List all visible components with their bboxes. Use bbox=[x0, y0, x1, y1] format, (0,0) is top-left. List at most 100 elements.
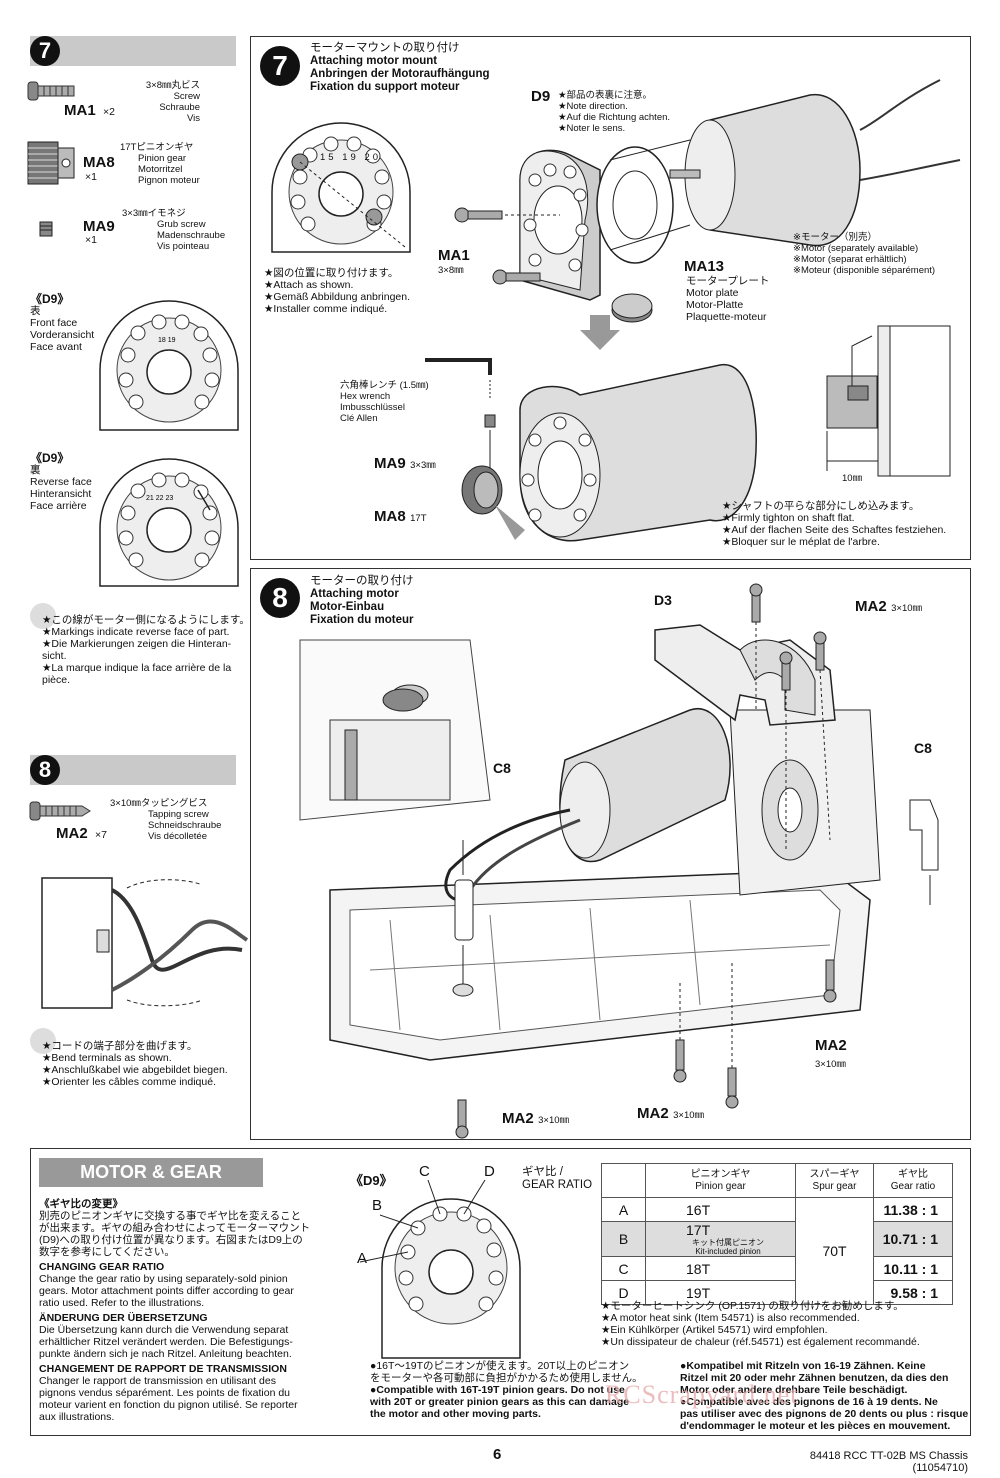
step8-parts-number: 8 bbox=[30, 755, 60, 785]
gear-ratio-texts: 《ギヤ比の変更》 別売のピニオンギヤに交換する事でギヤ比を変えること が出来ます… bbox=[39, 1198, 324, 1423]
heatsink-en: ★A motor heat sink (Item 54571) is also … bbox=[601, 1312, 860, 1324]
d9-front-title: 《D9》 bbox=[30, 292, 70, 306]
heatsink-ja: ★モーターヒートシンク (OP.1571) の取り付けをお勧めします。 bbox=[601, 1300, 904, 1312]
row-ratio: 11.38 : 1 bbox=[873, 1197, 953, 1222]
motor-mount-exploded-diagram bbox=[454, 79, 961, 350]
de-line-3: punkte ändern sich je nach Ritzel. Anlei… bbox=[39, 1348, 292, 1360]
compat-left-4: with 20T or greater pinion gears as this… bbox=[370, 1396, 630, 1408]
compat-right-notes: ●Kompatibel mit Ritzeln von 16-19 Zähnen… bbox=[680, 1360, 968, 1432]
ma2-top-row: MA2 3×10㎜ bbox=[855, 598, 922, 616]
spur-cell: 70T bbox=[795, 1196, 874, 1306]
compat-left-2: をモーターや各可動部に負担がかかるため使用しません。 bbox=[370, 1372, 643, 1384]
header-ratio-en: Gear ratio bbox=[890, 1180, 936, 1192]
compat-right-3: Motor oder andere drehbare Teile beschäd… bbox=[680, 1384, 908, 1396]
motor-note-ja: ※モーター（別売） bbox=[793, 232, 877, 243]
ma9-en: Grub screw bbox=[157, 219, 206, 230]
reverse-note-de-1: ★Die Markierungen zeigen die Hinteran- bbox=[42, 638, 232, 650]
compat-left-3: ●Compatible with 16T-19T pinion gears. D… bbox=[370, 1384, 625, 1396]
note-bullet-icon bbox=[30, 603, 56, 629]
compat-right-1: ●Kompatibel mit Ritzeln von 16-19 Zähnen… bbox=[680, 1360, 926, 1372]
dial-20: 20 bbox=[364, 152, 382, 163]
ma2-code: MA2 bbox=[56, 825, 88, 842]
step7-number: 7 bbox=[260, 46, 300, 86]
bend-terminals-diagram bbox=[41, 877, 249, 1009]
row-ratio: 10.71 : 1 bbox=[873, 1220, 953, 1258]
ma13-de: Motor-Platte bbox=[686, 299, 744, 311]
d9-reverse-en: Reverse face bbox=[30, 476, 92, 488]
hex-note-fr: Clé Allen bbox=[340, 413, 378, 424]
d9-reverse-title: 《D9》 bbox=[30, 451, 70, 465]
step7-title-en: Attaching motor mount bbox=[310, 55, 438, 67]
compat-left-notes: ●16T～19Tのピニオンが使えます。20T以上のピニオン をモーターや各可動部… bbox=[370, 1360, 643, 1420]
ma2-fr: Vis décolletée bbox=[148, 831, 207, 842]
ma2-top-size: 3×10㎜ bbox=[891, 603, 923, 614]
row-letter: A bbox=[601, 1197, 646, 1222]
row-pinion: 16T bbox=[645, 1197, 796, 1222]
step8-title-fr: Fixation du moteur bbox=[310, 614, 414, 626]
ma2-de: Schneidschraube bbox=[148, 820, 222, 831]
step7-ma1-label: MA1 bbox=[438, 247, 470, 264]
step7-panel bbox=[250, 36, 971, 560]
d9-reverse-ja: 裏 bbox=[30, 464, 41, 476]
row-ratio: 9.58 : 1 bbox=[873, 1280, 953, 1306]
row-pinion: 19T bbox=[645, 1280, 796, 1306]
heatsink-de: ★Ein Kühlkörper (Artikel 54571) wird emp… bbox=[601, 1324, 828, 1336]
reverse-note-de-2: sicht. bbox=[42, 650, 67, 662]
letter-c: C bbox=[419, 1163, 430, 1180]
reverse-note-fr-1: ★La marque indique la face arrière de la bbox=[42, 662, 232, 674]
gear-ratio-en: GEAR RATIO bbox=[522, 1179, 593, 1191]
d9-reverse-fr: Face arrière bbox=[30, 500, 87, 512]
hex-wrench-notes: 六角棒レンチ (1.5㎜) Hex wrench Imbusschlüssel … bbox=[340, 380, 429, 424]
ma2-bottom-mid-size: 3×10㎜ bbox=[673, 1110, 705, 1121]
row-pinion: 18T bbox=[645, 1256, 796, 1282]
row-letter: D bbox=[601, 1280, 646, 1306]
letter-b: B bbox=[372, 1197, 383, 1214]
ma1-ja: 3×8㎜丸ビス bbox=[145, 80, 200, 91]
ja-text: 別売のピニオンギヤに交換する事でギヤ比を変えること が出来ます。ギヤの組み合わせ… bbox=[39, 1210, 324, 1258]
compat-right-2: Ritzel mit 20 oder mehr Zähnen benutzen,… bbox=[680, 1372, 949, 1384]
step7-ma8-label: MA8 bbox=[374, 508, 406, 525]
ma8-ja: 17Tピニオンギヤ bbox=[120, 142, 194, 153]
step7-ma1-size: 3×8㎜ bbox=[438, 265, 464, 276]
chassis-motor-install-diagram bbox=[299, 583, 939, 1139]
shaft-note-fr: ★Bloquer sur le méplat de l'arbre. bbox=[722, 536, 880, 548]
heatsink-notes: ★モーターヒートシンク (OP.1571) の取り付けをお勧めします。 ★A m… bbox=[601, 1300, 920, 1348]
motor-gear-header: MOTOR & GEAR bbox=[39, 1158, 263, 1187]
hex-note-ja: 六角棒レンチ (1.5㎜) bbox=[340, 380, 429, 391]
d9-front-fr: Face avant bbox=[30, 341, 82, 353]
gear-ratio-title: ギヤ比 / GEAR RATIO bbox=[522, 1166, 592, 1192]
header-ratio-ja: ギヤ比 bbox=[898, 1168, 928, 1180]
ja-line-4: 数字を参考にしてください。 bbox=[39, 1246, 175, 1258]
ma9-ja: 3×3㎜イモネジ bbox=[122, 208, 186, 219]
ma1-qty: ×2 bbox=[103, 106, 115, 118]
mount-notes: ★図の位置に取り付けます。 ★Attach as shown. ★Gemäß A… bbox=[264, 267, 410, 315]
pinion-ma8-icon bbox=[27, 141, 75, 185]
step8-title-ja: モーターの取り付け bbox=[310, 575, 414, 587]
ma2-right-size: 3×10㎜ bbox=[815, 1059, 846, 1070]
svg-text:21 22 23: 21 22 23 bbox=[146, 495, 173, 502]
step7-title-ja: モーターマウントの取り付け bbox=[310, 42, 460, 54]
d9-reverse-labels: 《D9》 裏 Reverse face Hinteransicht Face a… bbox=[30, 452, 92, 512]
step7-ma9-size: 3×3㎜ bbox=[410, 460, 436, 471]
ma9-fr: Vis pointeau bbox=[157, 241, 210, 252]
gear-ratio-ja: ギヤ比 / bbox=[522, 1166, 563, 1178]
step8-title-en: Attaching motor bbox=[310, 588, 399, 600]
dial-15: 15 bbox=[320, 152, 337, 163]
ma2-bottom-mid-label: MA2 bbox=[637, 1105, 669, 1122]
fr-line-1: Changer le rapport de transmission en ut… bbox=[39, 1375, 276, 1387]
compat-right-5: pas utiliser avec des pignons de 20 dent… bbox=[680, 1408, 969, 1420]
shaft-note-de: ★Auf der flachen Seite des Schaftes fest… bbox=[722, 524, 947, 536]
row-letter: C bbox=[601, 1256, 646, 1282]
motor-gear-panel bbox=[30, 1148, 971, 1436]
kit-note-ja: キット付属ピニオン bbox=[692, 1238, 764, 1248]
mount-dial-numbers: 15 19 20 bbox=[320, 152, 381, 163]
d9-front-labels: 《D9》 表 Front face Vorderansicht Face ava… bbox=[30, 293, 94, 353]
screw-ma1-icon bbox=[27, 81, 75, 101]
d9-reverse-diagram: 21 22 23 bbox=[99, 458, 239, 587]
ma8-de: Motorritzel bbox=[138, 164, 183, 175]
en-line-1: Change the gear ratio by using separatel… bbox=[39, 1273, 288, 1285]
